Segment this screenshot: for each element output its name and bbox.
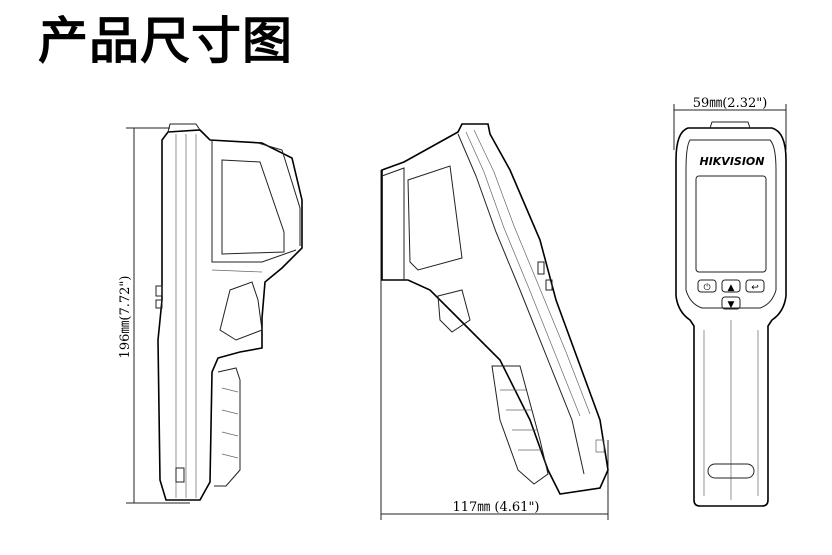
front-view: 59㎜(2.32") HIKVISION ⏻ ▲ ↩ ▼ — [673, 96, 787, 507]
power-icon: ⏻ — [703, 282, 710, 293]
up-button[interactable] — [721, 279, 741, 293]
strap-slot — [707, 463, 755, 479]
back-icon: ↩ — [751, 283, 759, 293]
brand-logo: HIKVISION — [699, 155, 764, 168]
height-dimension-label: 196㎜(7.72") — [118, 276, 133, 359]
down-arrow-icon: ▼ — [728, 300, 735, 310]
up-arrow-icon: ▲ — [728, 283, 735, 293]
side-view: 196㎜(7.72") — [118, 123, 303, 504]
width-dimension-label: 59㎜(2.32") — [693, 96, 768, 111]
power-button[interactable] — [697, 279, 717, 293]
down-button[interactable] — [721, 296, 741, 310]
back-button[interactable] — [745, 279, 765, 293]
control-buttons: ⏻ ▲ ↩ ▼ — [697, 279, 765, 310]
screen — [695, 175, 767, 273]
angled-view: 117㎜ (4.61") — [380, 123, 609, 520]
page-title: 产品尺寸图 — [38, 12, 293, 70]
depth-dimension-label: 117㎜ (4.61") — [452, 500, 539, 515]
